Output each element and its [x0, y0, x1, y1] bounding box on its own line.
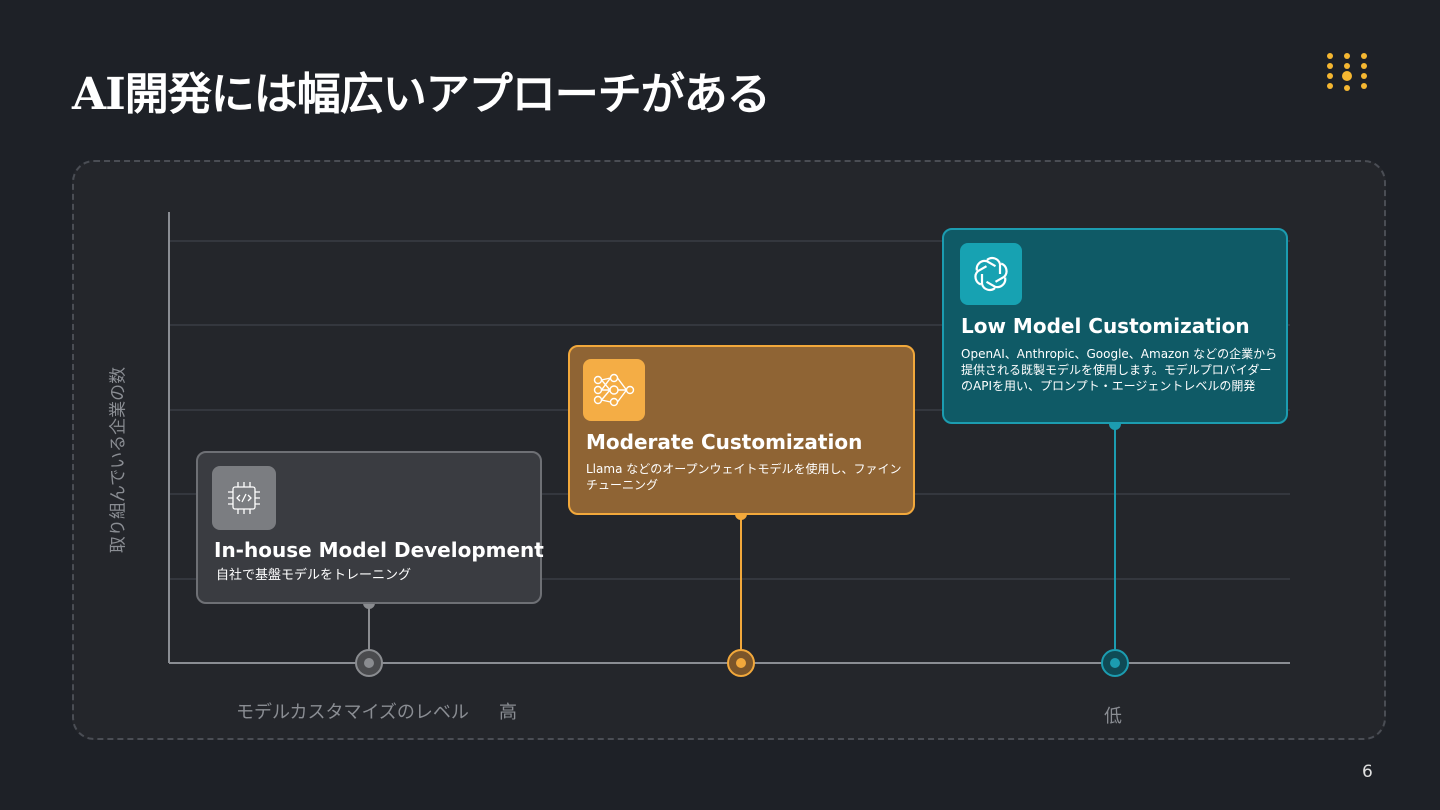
x-axis-label: モデルカスタマイズのレベル — [236, 702, 469, 723]
chip-code-icon — [212, 466, 276, 530]
card-description: OpenAI、Anthropic、Google、Amazon などの企業から提供… — [961, 347, 1278, 393]
card-title: Moderate Customization — [586, 430, 863, 454]
card-low-model-customization: Low Model Customization OpenAI、Anthropic… — [942, 228, 1288, 424]
page-number: 6 — [1362, 762, 1373, 782]
card-inhouse-model-development: In-house Model Development 自社で基盤モデルをトレーニ… — [196, 451, 544, 604]
x-axis-high-label: 高 — [499, 702, 517, 723]
x-axis-low-label: 低 — [1104, 706, 1122, 727]
openai-logo-icon — [960, 243, 1022, 305]
slide-title: AI開発には幅広いアプローチがある — [72, 69, 771, 120]
brand-logo-icon — [1327, 53, 1367, 91]
neural-network-icon — [583, 359, 645, 421]
card-description: 自社で基盤モデルをトレーニング — [216, 568, 412, 583]
y-axis-label: 取り組んでいる企業の数 — [108, 366, 129, 554]
card-title: In-house Model Development — [214, 538, 544, 562]
card-moderate-customization: Moderate Customization Llama などのオープンウェイト… — [568, 345, 915, 515]
card-title: Low Model Customization — [961, 314, 1250, 338]
card-description: Llama などのオープンウェイトモデルを使用し、ファインチューニング — [586, 462, 902, 492]
